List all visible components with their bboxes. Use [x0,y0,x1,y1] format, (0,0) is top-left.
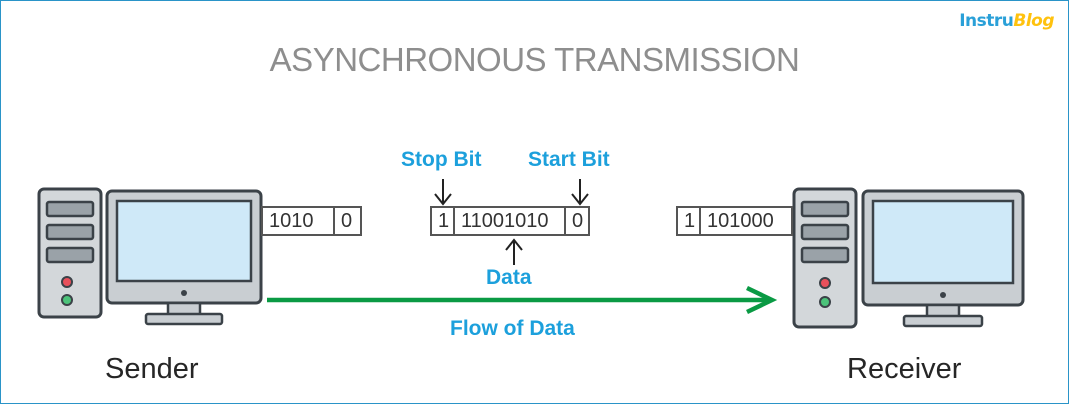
data-pointer-icon [505,238,523,265]
packet-cell: 0 [341,210,353,232]
data-label: Data [486,266,532,289]
diagram-title: ASYNCHRONOUS TRANSMISSION [269,41,800,78]
packet-cell: 101000 [707,210,774,232]
logo-part-blog: Blog [1013,11,1054,31]
sender-computer-icon [37,187,263,326]
logo-part-instru: Instru [959,11,1014,31]
receiver-label: Receiver [847,353,962,385]
start-bit-pointer-icon [571,179,589,206]
stop-bit-cell: 1 [432,208,455,234]
sender-label: Sender [105,353,199,385]
receiver-packet: 1 101000 [676,206,793,236]
flow-of-data-label: Flow of Data [450,317,575,340]
instrublog-logo: InstruBlog [959,11,1054,31]
sender-packet: 1010 0 [261,206,362,236]
flow-arrow [267,285,778,315]
stop-bit-label: Stop Bit [401,148,482,171]
packet-cell: 1010 [263,208,335,234]
receiver-computer-icon [792,187,1025,329]
middle-packet: 1 11001010 0 [430,206,590,236]
start-bit-label: Start Bit [528,148,610,171]
data-cell: 11001010 [455,208,566,234]
packet-cell: 1 [678,208,701,234]
start-bit-cell: 0 [572,210,584,232]
stop-bit-pointer-icon [434,179,452,206]
